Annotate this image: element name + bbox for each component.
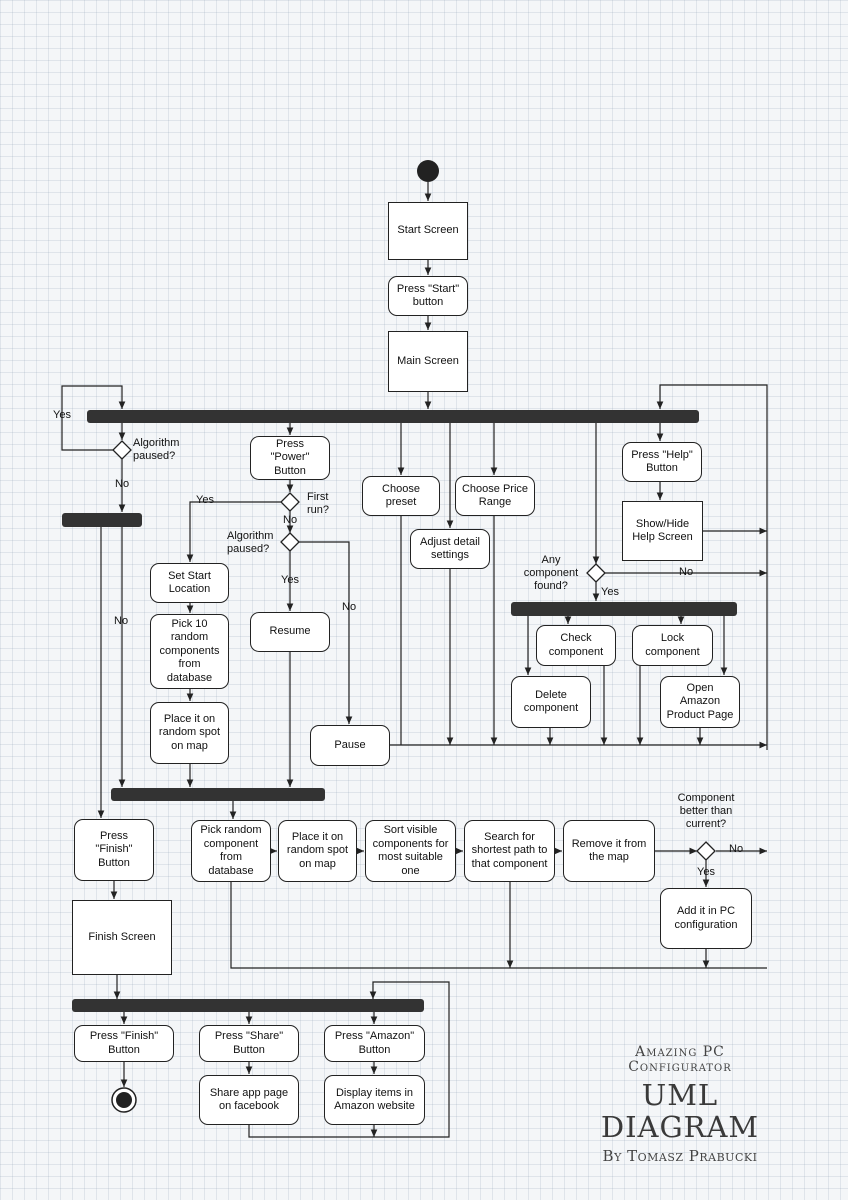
yes-label-5: Yes [697, 866, 715, 878]
no-label-3: No [283, 514, 298, 526]
no-label-2: No [114, 615, 129, 627]
place-on-random-spot-node: Place it on random spot on map [150, 702, 229, 764]
press-finish-button-node: Press "Finish" Button [74, 819, 154, 881]
press-help-button-node: Press "Help" Button [622, 442, 702, 482]
adjust-detail-settings-node: Adjust detail settings [410, 529, 490, 569]
press-finish-button-2-node: Press "Finish" Button [74, 1025, 174, 1062]
yes-label-2: Yes [196, 494, 214, 506]
connector-18 [186, 501, 281, 562]
pick-10-components-node: Pick 10 random components from database [150, 614, 229, 689]
connector-13 [656, 384, 768, 750]
algorithm-paused-label-1: Algorithm paused? [133, 437, 180, 462]
connector-61 [248, 981, 450, 1138]
show-hide-help-screen-node: Show/Hide Help Screen [622, 501, 703, 561]
first-run-label: First run? [307, 491, 330, 516]
delete-component-node: Delete component [511, 676, 591, 728]
decision-algorithm-paused-1 [112, 440, 132, 460]
add-in-pc-configuration-node: Add it in PC configuration [660, 888, 752, 949]
connector-25 [299, 541, 353, 724]
press-start-button-node: Press "Start" button [388, 276, 468, 316]
display-items-amazon-node: Display items in Amazon website [324, 1075, 425, 1125]
decision-first-run [280, 492, 300, 512]
remove-from-map-node: Remove it from the map [563, 820, 655, 882]
decision-component-better [696, 841, 716, 861]
final-node-inner [116, 1092, 132, 1108]
fork-bar-finish [72, 999, 424, 1012]
fork-bar-main [87, 410, 699, 423]
decision-any-component-found [586, 563, 606, 583]
lock-component-node: Lock component [632, 625, 713, 666]
join-bar-algorithm [111, 788, 325, 801]
fork-bar-component [511, 602, 737, 616]
control-nodes [62, 160, 737, 1113]
no-label-1: No [115, 478, 130, 490]
yes-label-1: Yes [53, 409, 71, 421]
connector-12 [61, 385, 126, 451]
share-on-facebook-node: Share app page on facebook [199, 1075, 299, 1125]
initial-node [417, 160, 439, 182]
any-component-found-label: Any component found? [523, 554, 579, 592]
place-on-random-spot-2-node: Place it on random spot on map [278, 820, 357, 882]
author-credit: By Tomasz Prabucki [602, 1147, 758, 1165]
no-label-5: No [679, 566, 694, 578]
diagram-title: UML DIAGRAM [600, 1078, 760, 1144]
component-better-label: Component better than current? [677, 792, 735, 830]
choose-price-range-node: Choose Price Range [455, 476, 535, 516]
choose-preset-node: Choose preset [362, 476, 440, 516]
main-screen-node: Main Screen [388, 331, 468, 392]
yes-label-4: Yes [601, 586, 619, 598]
sort-visible-components-node: Sort visible components for most suitabl… [365, 820, 456, 882]
check-component-node: Check component [536, 625, 616, 666]
resume-node: Resume [250, 612, 330, 652]
title-block: Amazing PC Configurator UML DIAGRAM By T… [560, 1044, 800, 1166]
connector-lines [61, 182, 768, 1138]
yes-label-3: Yes [281, 574, 299, 586]
start-screen-node: Start Screen [388, 202, 468, 260]
open-amazon-product-page-node: Open Amazon Product Page [660, 676, 740, 728]
search-shortest-path-node: Search for shortest path to that compone… [464, 820, 555, 882]
set-start-location-node: Set Start Location [150, 563, 229, 603]
pause-node: Pause [310, 725, 390, 766]
connector-51 [230, 882, 767, 969]
finish-screen-node: Finish Screen [72, 900, 172, 975]
press-amazon-button-node: Press "Amazon" Button [324, 1025, 425, 1062]
no-label-4: No [342, 601, 357, 613]
app-name: Amazing PC Configurator [628, 1044, 732, 1075]
join-bar-left [62, 513, 142, 527]
decision-algorithm-paused-2 [280, 532, 300, 552]
pick-random-component-node: Pick random component from database [191, 820, 271, 882]
press-power-button-node: Press "Power" Button [250, 436, 330, 480]
press-share-button-node: Press "Share" Button [199, 1025, 299, 1062]
algorithm-paused-label-2: Algorithm paused? [227, 530, 274, 555]
no-label-6: No [729, 843, 744, 855]
